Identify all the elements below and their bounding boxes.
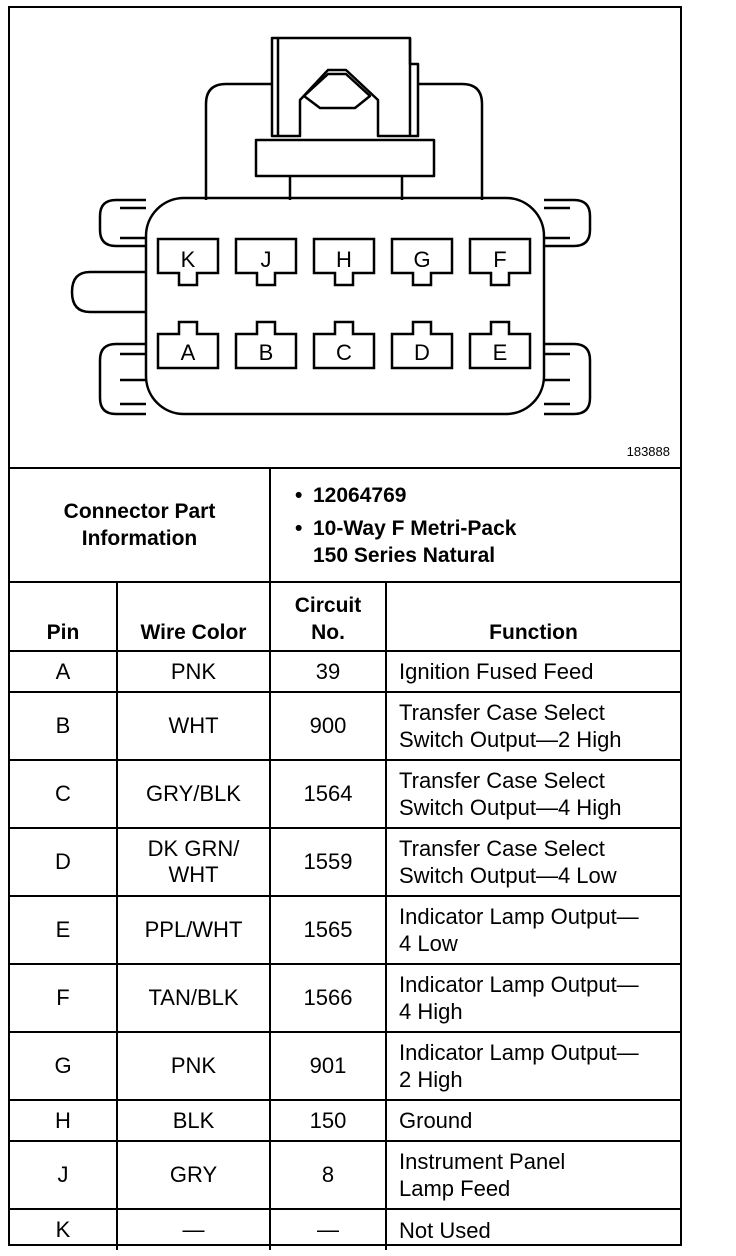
connector-body xyxy=(144,196,546,416)
terminal-cavity xyxy=(234,237,298,287)
pin-cell: H xyxy=(10,1099,118,1142)
terminal-cavity xyxy=(390,237,454,287)
terminal-cavity xyxy=(156,320,220,370)
circuit-cell: 900 xyxy=(269,691,387,761)
pin-cell: K xyxy=(10,1208,118,1250)
circuit-cell: 150 xyxy=(269,1099,387,1142)
header-row: Pin Wire Color Circuit No. Function xyxy=(10,581,680,652)
terminal-label: G xyxy=(413,247,430,272)
terminal-cavity xyxy=(312,320,376,370)
header-function: Function xyxy=(385,581,680,652)
latch-inner xyxy=(302,72,372,110)
circuit-cell: 1566 xyxy=(269,963,387,1033)
pin-cell: F xyxy=(10,963,118,1033)
latch-outline xyxy=(270,36,420,138)
pin-cell: B xyxy=(10,691,118,761)
rear-shroud xyxy=(204,82,484,200)
connector-info-row: Connector Part Information 12064769 10-W… xyxy=(10,467,680,583)
circuit-cell: 1565 xyxy=(269,895,387,965)
pin-cell: J xyxy=(10,1140,118,1210)
terminal-cavity xyxy=(234,320,298,370)
function-cell: Indicator Lamp Output—2 High xyxy=(385,1031,680,1101)
connector-face-drawing: K J H G F A B C D E xyxy=(70,36,592,416)
right-rails xyxy=(544,198,592,248)
connector-description-line2: 150 Series Natural xyxy=(313,543,496,567)
wire-color-cell: WHT xyxy=(116,691,271,761)
table-row: K——Not Used xyxy=(10,1208,680,1250)
pinout-table: Connector Part Information 12064769 10-W… xyxy=(10,467,680,1250)
terminal-label: K xyxy=(181,247,196,272)
terminal-label: B xyxy=(259,340,274,365)
circuit-cell: 39 xyxy=(269,650,387,693)
connector-diagram: K J H G F A B C D E 183888 xyxy=(10,8,680,467)
terminal-label: F xyxy=(493,247,506,272)
wire-color-cell: DK GRN/WHT xyxy=(116,827,271,897)
pin-cell: C xyxy=(10,759,118,829)
part-number: 12064769 xyxy=(295,482,680,509)
terminal-label: E xyxy=(493,340,508,365)
terminal-cavity xyxy=(468,320,532,370)
pin-cell: E xyxy=(10,895,118,965)
wire-color-cell: PPL/WHT xyxy=(116,895,271,965)
latch-base xyxy=(254,138,436,178)
wire-color-cell: PNK xyxy=(116,1031,271,1101)
function-cell: Indicator Lamp Output—4 High xyxy=(385,963,680,1033)
figure-id: 183888 xyxy=(626,444,670,459)
terminal-label: C xyxy=(336,340,352,365)
terminal-label: A xyxy=(181,340,196,365)
pin-cell: D xyxy=(10,827,118,897)
wire-color-cell: GRY xyxy=(116,1140,271,1210)
header-wire-color: Wire Color xyxy=(116,581,271,652)
header-pin: Pin xyxy=(10,581,118,652)
terminal-cavity xyxy=(468,237,532,287)
function-cell: Not Used xyxy=(385,1208,680,1250)
function-cell: Ground xyxy=(385,1099,680,1142)
wire-color-cell: — xyxy=(116,1208,271,1250)
left-tab xyxy=(70,270,146,314)
connector-info-value: 12064769 10-Way F Metri-Pack 150 Series … xyxy=(269,467,680,583)
pin-cell: A xyxy=(10,650,118,693)
circuit-cell: — xyxy=(269,1208,387,1250)
terminal-label: H xyxy=(336,247,352,272)
terminal-cavity xyxy=(312,237,376,287)
wire-color-cell: TAN/BLK xyxy=(116,963,271,1033)
pin-cell: G xyxy=(10,1031,118,1101)
wire-color-cell: GRY/BLK xyxy=(116,759,271,829)
circuit-cell: 1559 xyxy=(269,827,387,897)
wire-color-cell: PNK xyxy=(116,650,271,693)
terminal-label: J xyxy=(261,247,272,272)
wire-color-cell: BLK xyxy=(116,1099,271,1142)
function-cell: Ignition Fused Feed xyxy=(385,650,680,693)
circuit-cell: 1564 xyxy=(269,759,387,829)
left-rails xyxy=(98,198,146,248)
function-cell: Indicator Lamp Output—4 Low xyxy=(385,895,680,965)
circuit-cell: 901 xyxy=(269,1031,387,1101)
terminal-cavity xyxy=(390,320,454,370)
terminal-cavity xyxy=(156,237,220,287)
connector-info-label: Connector Part Information xyxy=(10,467,271,583)
circuit-cell: 8 xyxy=(269,1140,387,1210)
connector-description-line1: 10-Way F Metri-Pack xyxy=(295,515,680,542)
header-circuit: Circuit No. xyxy=(269,581,387,652)
terminal-label: D xyxy=(414,340,430,365)
